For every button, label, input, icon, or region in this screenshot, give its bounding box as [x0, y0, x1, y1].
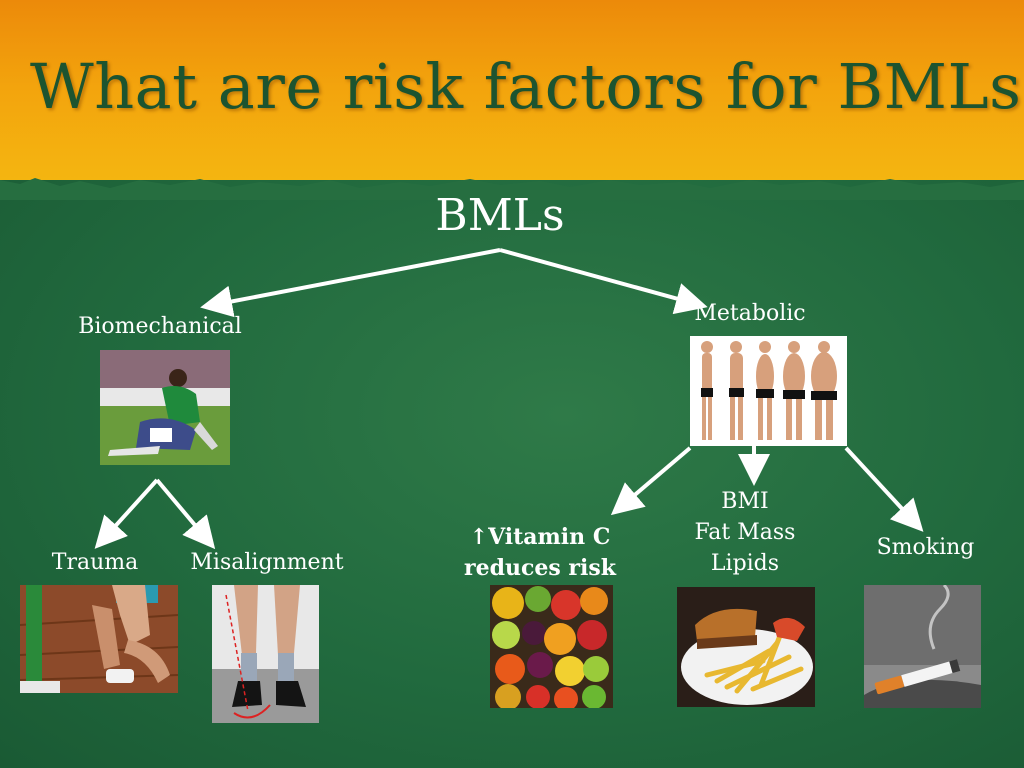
slide-title: What are risk factors for BMLs?: [30, 50, 1024, 123]
banner-torn-edge: [0, 178, 1024, 200]
title-banner: [0, 0, 1024, 195]
cigarette-photo: [864, 585, 981, 708]
node-smoking: Smoking: [876, 535, 975, 560]
bmi-line-3: Lipids: [710, 551, 780, 576]
node-biomechanical: Biomechanical: [78, 314, 242, 339]
node-metabolic: Metabolic: [694, 301, 806, 326]
node-bmi: BMI Fat Mass Lipids: [680, 486, 810, 579]
root-node-bmls: BMLs: [435, 190, 565, 241]
misalignment-photo: [212, 585, 319, 723]
vitamin-line-2: reduces risk: [464, 555, 616, 581]
vitamin-line-1: ↑Vitamin C: [469, 524, 611, 550]
node-misalignment: Misalignment: [190, 550, 344, 575]
weight-progression-photo: [690, 336, 847, 446]
node-vitamin-c: ↑Vitamin C reduces risk: [455, 522, 625, 584]
node-trauma: Trauma: [51, 550, 139, 575]
bmi-line-2: Fat Mass: [694, 520, 796, 545]
rugby-photo: [100, 350, 230, 465]
fruit-photo: [490, 585, 613, 708]
trauma-photo: [20, 585, 178, 693]
fast-food-photo: [677, 587, 815, 707]
bmi-line-1: BMI: [721, 489, 769, 514]
